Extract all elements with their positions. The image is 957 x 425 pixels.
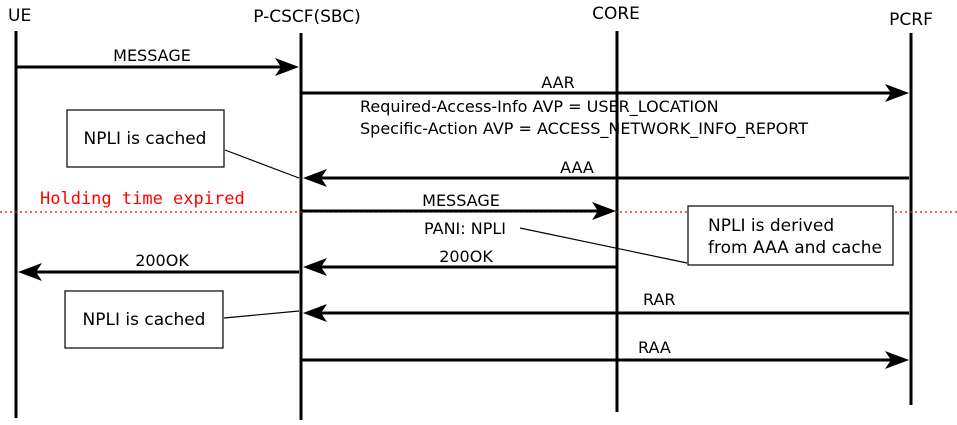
message-attribute: Required-Access-Info AVP = USER_LOCATION: [360, 97, 719, 117]
arrowhead-left-icon: [303, 304, 327, 322]
message-arrow-200ok-core: 200OK: [303, 247, 616, 276]
message-detail-pani: PANI: NPLI: [424, 219, 506, 238]
arrowhead-right-icon: [275, 58, 299, 76]
note-npli-cached-1: NPLI is cached: [66, 109, 225, 168]
arrowhead-right-icon: [592, 202, 616, 220]
message-label: MESSAGE: [113, 46, 191, 65]
note-npli-cached-2: NPLI is cached: [64, 290, 224, 349]
actor-label-core: CORE: [592, 4, 640, 24]
note-box: [66, 109, 225, 168]
note-npli-derived: NPLI is derived from AAA and cache: [687, 205, 894, 266]
message-attribute: Specific-Action AVP = ACCESS_NETWORK_INF…: [360, 119, 808, 139]
actor-label-pcscf: P-CSCF(SBC): [253, 7, 361, 27]
message-arrow-raa: RAA: [302, 338, 909, 369]
note-text: NPLI is cached: [84, 129, 207, 149]
message-label: AAR: [541, 73, 574, 92]
arrowhead-left-icon: [18, 263, 42, 281]
message-arrow-message-1: MESSAGE: [17, 46, 299, 76]
note-box: [64, 290, 224, 349]
note-text: NPLI is cached: [83, 310, 206, 330]
note-text: from AAA and cache: [708, 238, 882, 258]
arrowhead-left-icon: [303, 258, 327, 276]
note-box: [687, 205, 894, 266]
note-leader-line: [223, 310, 300, 319]
arrowhead-left-icon: [303, 169, 327, 187]
note-text: NPLI is derived: [708, 216, 834, 236]
actor-label-ue: UE: [8, 6, 31, 26]
message-label: 200OK: [135, 251, 189, 270]
message-label: AAA: [560, 158, 594, 177]
note-leader-line: [519, 227, 688, 264]
holding-time-label: Holding time expired: [40, 189, 245, 209]
message-arrow-message-2: MESSAGE PANI: NPLI: [302, 191, 616, 238]
arrowhead-right-icon: [885, 84, 909, 102]
message-arrow-200ok-ue: 200OK: [18, 251, 299, 281]
message-label: RAR: [643, 290, 676, 309]
actor-label-pcrf: PCRF: [889, 10, 933, 30]
message-arrow-rar: RAR: [303, 290, 909, 322]
message-arrow-aar: AAR Required-Access-Info AVP = USER_LOCA…: [302, 73, 909, 139]
arrowhead-right-icon: [885, 351, 909, 369]
message-label: MESSAGE: [422, 191, 500, 210]
note-leader-line: [224, 149, 300, 179]
message-label: 200OK: [439, 247, 493, 266]
message-arrow-aaa: AAA: [303, 158, 909, 187]
message-label: RAA: [638, 338, 671, 357]
